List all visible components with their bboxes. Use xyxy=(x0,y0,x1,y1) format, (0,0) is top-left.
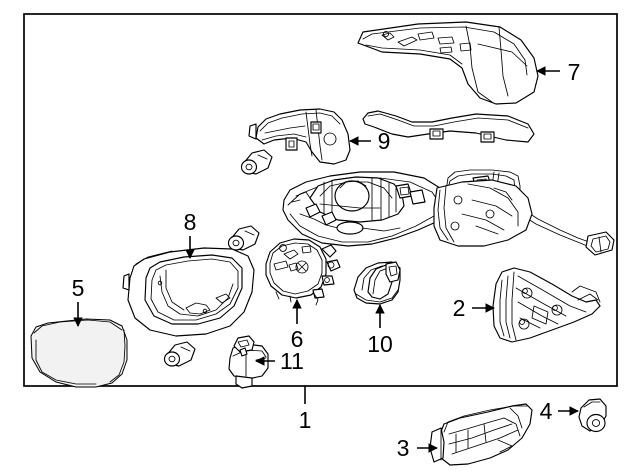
callout-label-1: 1 xyxy=(299,407,312,433)
callout-label-10: 10 xyxy=(367,331,393,357)
callout-label-11: 11 xyxy=(280,348,304,374)
part-mirror-housing-assembly xyxy=(282,171,533,247)
callout-label-6: 6 xyxy=(291,326,304,352)
part-mirror-cover-trim-strip xyxy=(362,110,535,143)
part-mirror-cover-cap xyxy=(357,21,539,105)
part-mirror-actuator-motor xyxy=(265,238,341,306)
callout-label-3: 3 xyxy=(397,435,410,461)
part-mirror-support-bracket-clip xyxy=(353,261,401,305)
callout-label-5: 5 xyxy=(72,275,85,301)
part-turn-signal-lamp xyxy=(248,108,351,165)
main-assembly-frame xyxy=(23,13,618,387)
part-screw-middle xyxy=(227,225,260,251)
callout-label-7: 7 xyxy=(568,59,581,85)
callout-label-9: 9 xyxy=(378,128,391,154)
callout-label-4: 4 xyxy=(540,398,553,424)
callout-label-2: 2 xyxy=(453,295,466,321)
part-screw-lower xyxy=(163,341,196,367)
part-mirror-bezel-frame xyxy=(122,247,255,337)
callout-label-8: 8 xyxy=(184,209,197,235)
part-blind-spot-sensor-module xyxy=(228,335,269,389)
part-mounting-screw xyxy=(578,398,607,433)
part-mirror-glass xyxy=(30,318,128,388)
part-screw-upper xyxy=(240,149,273,175)
part-mirror-base-mounting-bracket xyxy=(492,267,601,343)
part-door-sail-filler-panel xyxy=(429,403,533,466)
